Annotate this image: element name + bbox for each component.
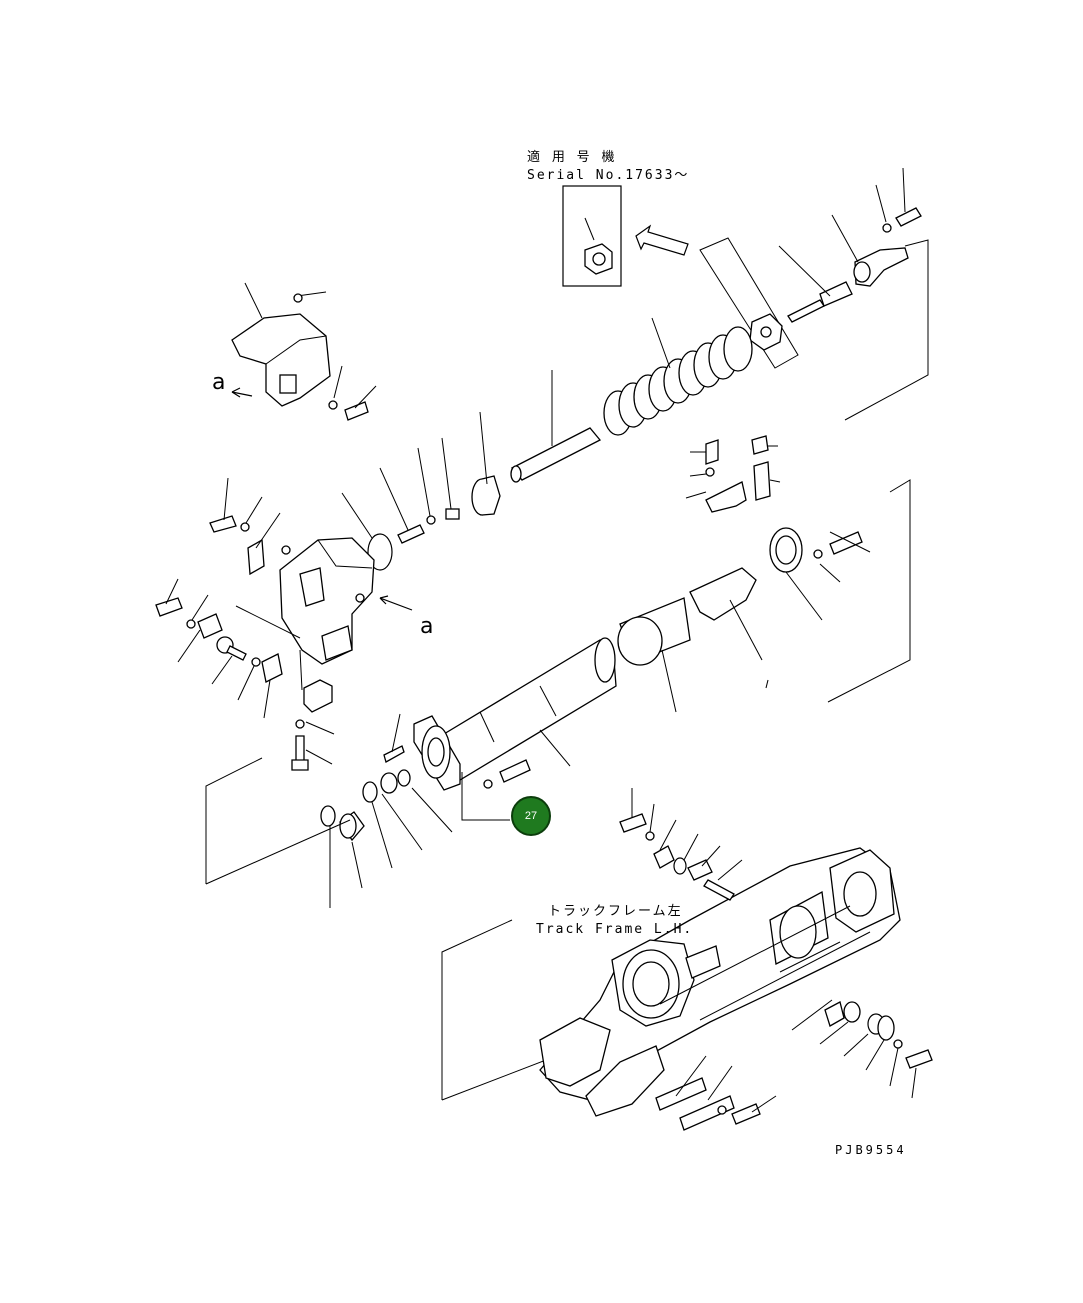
track-frame xyxy=(441,788,933,1131)
part-hotspot-number: 27 xyxy=(524,810,538,822)
serial-inset-box xyxy=(562,185,689,287)
serial-label-jp: 適 用 号 機 xyxy=(527,150,617,165)
recoil-spring-assembly xyxy=(341,167,929,571)
serial-label-en: Serial No.17633〜 xyxy=(527,168,690,183)
track-frame-label-jp: トラックフレーム左 xyxy=(548,904,683,919)
yoke-bracket xyxy=(155,477,413,771)
equalizer-shaft xyxy=(205,637,617,908)
recoil-spring xyxy=(603,326,753,436)
reference-a-top: a xyxy=(212,370,226,395)
cylinder-coupling xyxy=(617,435,911,713)
track-frame-label-en: Track Frame L.H. xyxy=(536,922,694,937)
part-hotspot-27[interactable]: 27 xyxy=(511,796,551,836)
drawing-code: PJB9554 xyxy=(835,1143,907,1157)
guard-cover xyxy=(231,282,377,421)
reference-a-middle: a xyxy=(420,614,434,639)
